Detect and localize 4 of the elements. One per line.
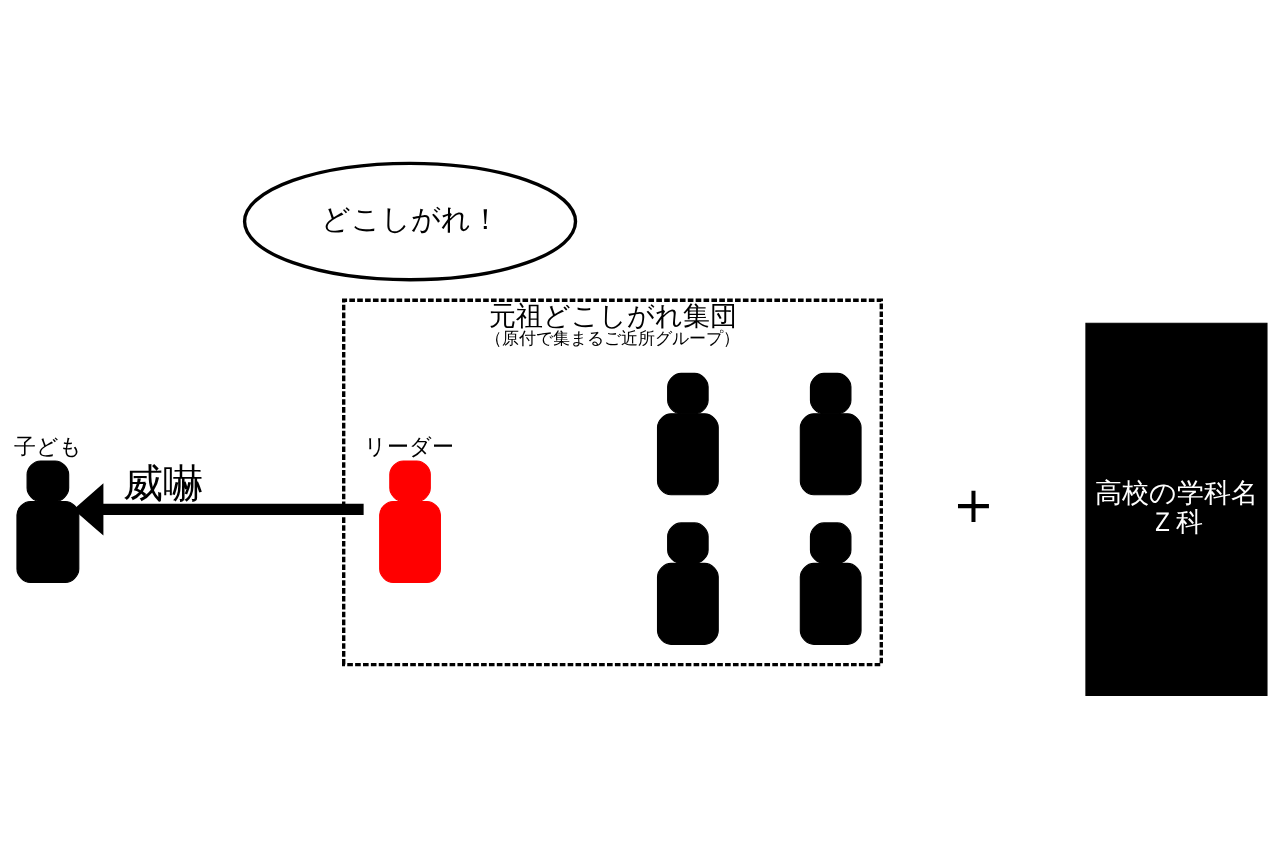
edge-label: 威嚇 — [123, 458, 204, 507]
node-label: 子ども — [13, 433, 82, 460]
label: + — [952, 476, 995, 534]
node-label: リーダー — [363, 433, 454, 460]
